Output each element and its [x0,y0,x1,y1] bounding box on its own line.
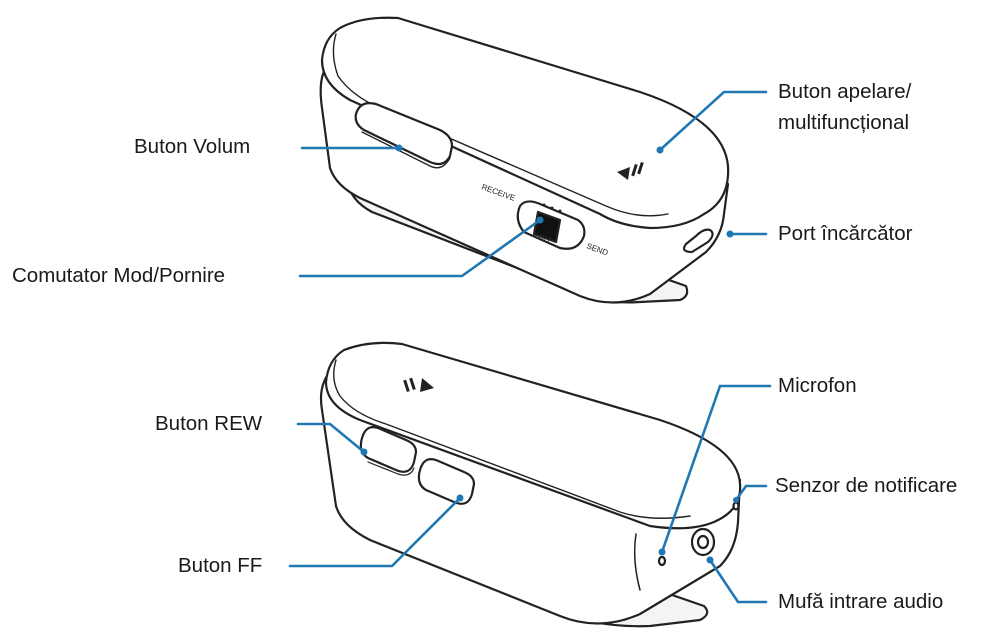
top-device [319,16,730,304]
notification-sensor [732,501,740,511]
charger-port[interactable] [682,228,714,254]
label-audio-jack: Mufă intrare audio [778,590,944,613]
microphone-hole [657,555,667,567]
play-pause-icon-bottom [403,377,434,393]
label-call-button-line1: Buton apelare/ [778,80,912,103]
ff-button[interactable] [417,458,476,505]
leader-jack [708,558,768,604]
label-ff-button: Buton FF [178,554,263,577]
label-notification-sensor: Senzor de notificare [775,474,958,497]
bottom-device [319,341,742,628]
label-mode-power-switch: Comutator Mod/Pornire [12,264,226,287]
leader-microphone [660,384,772,554]
play-pause-icon [617,161,644,180]
volume-button[interactable] [354,102,454,166]
leader-ff [288,496,462,568]
leader-rew [296,422,366,454]
label-charger-port: Port încărcător [778,222,913,245]
leader-switch [298,218,542,278]
leader-call [658,90,768,152]
switch-label-off: OFF [537,233,553,244]
leader-lines [288,90,772,604]
label-volume-button: Buton Volum [134,135,251,158]
label-microphone: Microfon [778,374,857,397]
leader-sensor [734,484,768,502]
mode-power-switch[interactable] [516,200,586,250]
label-call-button-line2: multifuncțional [778,111,910,134]
label-rew-button: Buton REW [155,412,263,435]
audio-jack[interactable] [690,527,716,557]
